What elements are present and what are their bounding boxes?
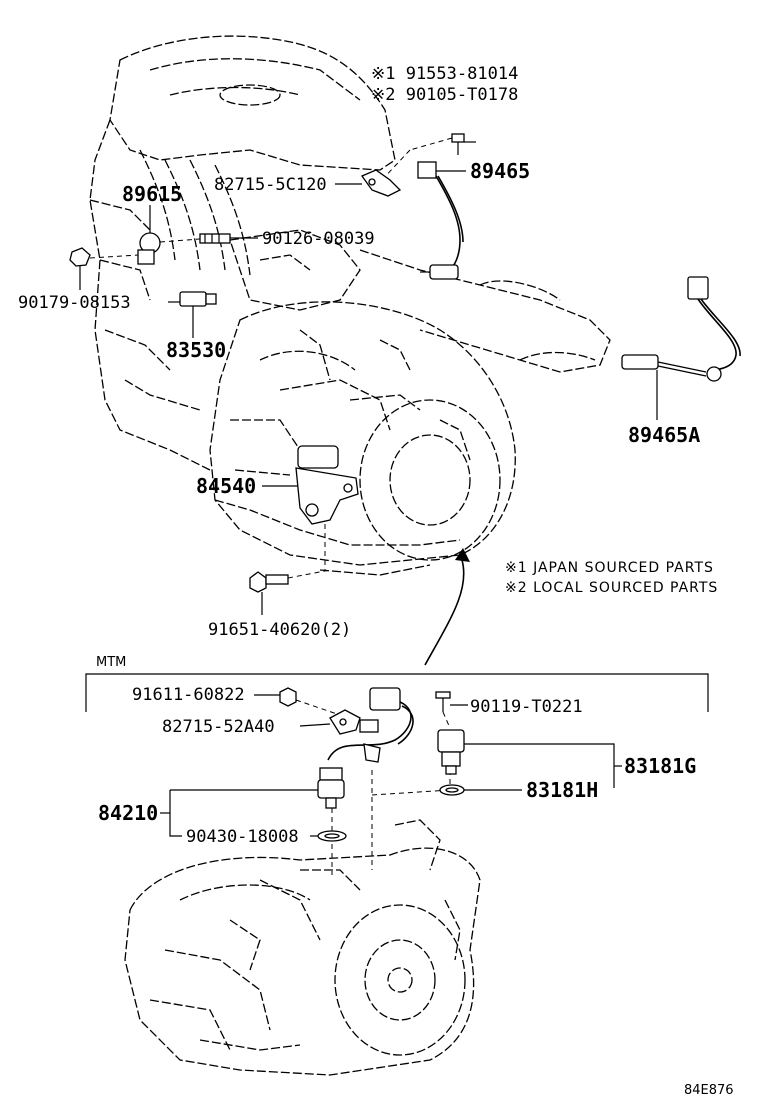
label-90179-08153: 90179-08153 (18, 293, 131, 313)
backup-lamp-switch-harness[interactable] (317, 687, 414, 809)
manual-transmission-sketch (124, 819, 481, 1076)
engine-assembly-sketch (89, 35, 611, 576)
oxygen-sensor-89465a[interactable] (621, 276, 741, 382)
bolt-91651[interactable] (249, 571, 289, 593)
label-89465a: 89465A (628, 423, 700, 447)
speed-sensor-83181g[interactable] (437, 729, 465, 775)
note-local-sourced: ※2 LOCAL SOURCED PARTS (505, 580, 718, 596)
bracket-82715-52a40[interactable] (329, 709, 361, 735)
section-mtm-label: MTM (96, 655, 126, 670)
label-84210: 84210 (98, 801, 158, 825)
gasket-90430[interactable] (317, 830, 347, 842)
sensor-89615[interactable] (137, 232, 161, 265)
label-83181h: 83181H (526, 778, 598, 802)
label-89465: 89465 (470, 159, 530, 183)
bolt-90105[interactable] (451, 133, 465, 155)
o-ring-83181h[interactable] (439, 784, 465, 796)
mtm-bracket (85, 673, 709, 712)
bolt-90126[interactable] (199, 233, 231, 244)
diagram-code: 84E876 (684, 1083, 734, 1098)
label-90430-18008: 90430-18008 (186, 827, 299, 847)
note-japan-sourced: ※1 JAPAN SOURCED PARTS (505, 560, 714, 576)
bolt-91611[interactable] (279, 687, 297, 707)
bolt-90119[interactable] (435, 691, 451, 712)
switch-83530[interactable] (179, 291, 217, 307)
label-90126-08039: 90126-08039 (262, 229, 375, 249)
oxygen-sensor-89465[interactable] (417, 161, 464, 280)
label-91651-40620: 91651-40620(2) (208, 620, 351, 640)
bracket-82715-5c120[interactable] (361, 169, 402, 197)
label-83181g: 83181G (624, 754, 696, 778)
label-90105-t0178: ※2 90105-T0178 (371, 85, 518, 105)
label-84540: 84540 (196, 474, 256, 498)
neutral-start-switch-84540[interactable] (295, 445, 359, 525)
label-89615: 89615 (122, 182, 182, 206)
label-82715-52a40: 82715-52A40 (162, 717, 275, 737)
label-83530: 83530 (166, 338, 226, 362)
nut-90179[interactable] (69, 247, 91, 267)
label-91553-81014: ※1 91553-81014 (371, 64, 518, 84)
label-91611-60822: 91611-60822 (132, 685, 245, 705)
label-90119-t0221: 90119-T0221 (470, 697, 583, 717)
label-82715-5c120: 82715-5C120 (214, 175, 327, 195)
